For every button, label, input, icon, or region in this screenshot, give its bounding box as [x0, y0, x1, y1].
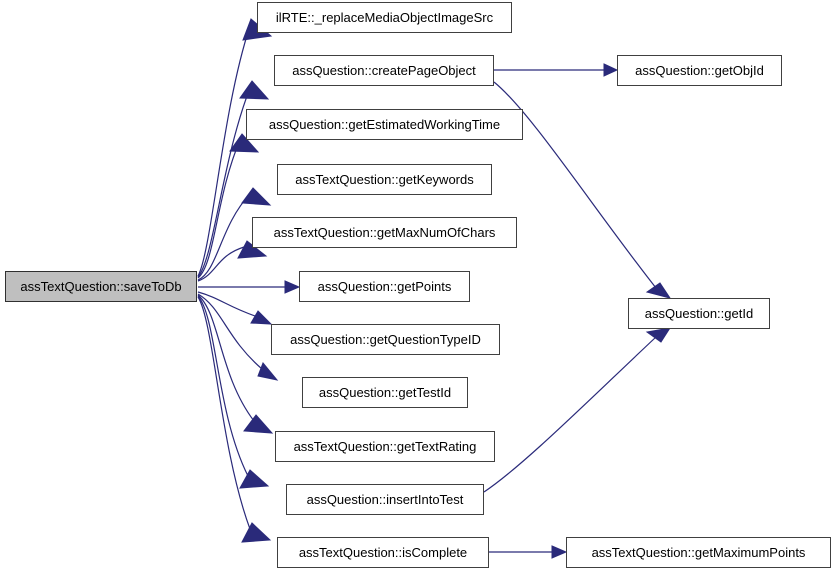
arrowhead-icon [241, 187, 272, 206]
arrowhead-icon [239, 469, 270, 489]
call-edge [197, 193, 251, 281]
graph-node-getObjId[interactable]: assQuestion::getObjId [617, 55, 782, 86]
graph-node-insertIntoTest[interactable]: assQuestion::insertIntoTest [286, 484, 484, 515]
graph-node-getId[interactable]: assQuestion::getId [628, 298, 770, 329]
call-edge [197, 296, 251, 530]
graph-node-label: assQuestion::getId [644, 305, 754, 321]
arrowhead-icon [243, 414, 274, 434]
call-edge [197, 293, 263, 370]
graph-node-label: assQuestion::getPoints [317, 278, 452, 294]
call-edge [197, 87, 251, 278]
graph-node-label: assQuestion::getObjId [635, 62, 764, 78]
call-edge [197, 291, 259, 318]
graph-node-getTextRating[interactable]: assTextQuestion::getTextRating [275, 431, 495, 462]
call-edge [483, 336, 657, 493]
graph-node-getMaxNumOfChars[interactable]: assTextQuestion::getMaxNumOfChars [252, 217, 517, 248]
call-edge [197, 139, 241, 279]
arrowhead-icon [250, 310, 273, 325]
graph-node-getPoints[interactable]: assQuestion::getPoints [299, 271, 470, 302]
call-edge [197, 25, 251, 277]
graph-node-getEstimatedWorkingTime[interactable]: assQuestion::getEstimatedWorkingTime [246, 109, 523, 140]
graph-node-label: assQuestion::getEstimatedWorkingTime [268, 116, 501, 132]
call-edge [197, 294, 255, 422]
graph-node-label: assTextQuestion::getKeywords [295, 171, 474, 187]
graph-node-label: assQuestion::createPageObject [292, 62, 476, 78]
arrowhead-icon [284, 280, 301, 294]
arrowhead-icon [645, 327, 672, 343]
graph-node-saveToDb[interactable]: assTextQuestion::saveToDb [5, 271, 197, 302]
graph-node-replaceMediaObject[interactable]: ilRTE::_replaceMediaObjectImageSrc [257, 2, 512, 33]
arrowhead-icon [239, 80, 270, 100]
graph-node-createPageObject[interactable]: assQuestion::createPageObject [274, 55, 494, 86]
graph-node-getMaximumPoints[interactable]: assTextQuestion::getMaximumPoints [566, 537, 831, 568]
graph-node-label: assTextQuestion::getMaxNumOfChars [273, 224, 496, 240]
graph-node-label: assQuestion::getQuestionTypeID [290, 331, 481, 347]
arrowhead-icon [241, 522, 272, 543]
call-edge [197, 295, 249, 477]
call-edge [197, 246, 245, 282]
graph-node-label: assTextQuestion::isComplete [298, 544, 468, 560]
graph-node-label: assTextQuestion::getTextRating [293, 438, 477, 454]
arrowhead-icon [603, 63, 619, 77]
graph-node-label: assQuestion::insertIntoTest [306, 491, 464, 507]
graph-node-getQuestionTypeID[interactable]: assQuestion::getQuestionTypeID [271, 324, 500, 355]
graph-node-label: assTextQuestion::saveToDb [20, 278, 182, 294]
graph-node-label: assTextQuestion::getMaximumPoints [591, 544, 806, 560]
graph-node-label: ilRTE::_replaceMediaObjectImageSrc [275, 9, 494, 25]
graph-node-getKeywords[interactable]: assTextQuestion::getKeywords [277, 164, 492, 195]
arrowhead-icon [645, 282, 672, 299]
graph-node-getTestId[interactable]: assQuestion::getTestId [302, 377, 468, 408]
arrowhead-icon [551, 545, 568, 559]
graph-node-isComplete[interactable]: assTextQuestion::isComplete [277, 537, 489, 568]
arrowhead-icon [257, 362, 279, 381]
graph-node-label: assQuestion::getTestId [318, 384, 452, 400]
